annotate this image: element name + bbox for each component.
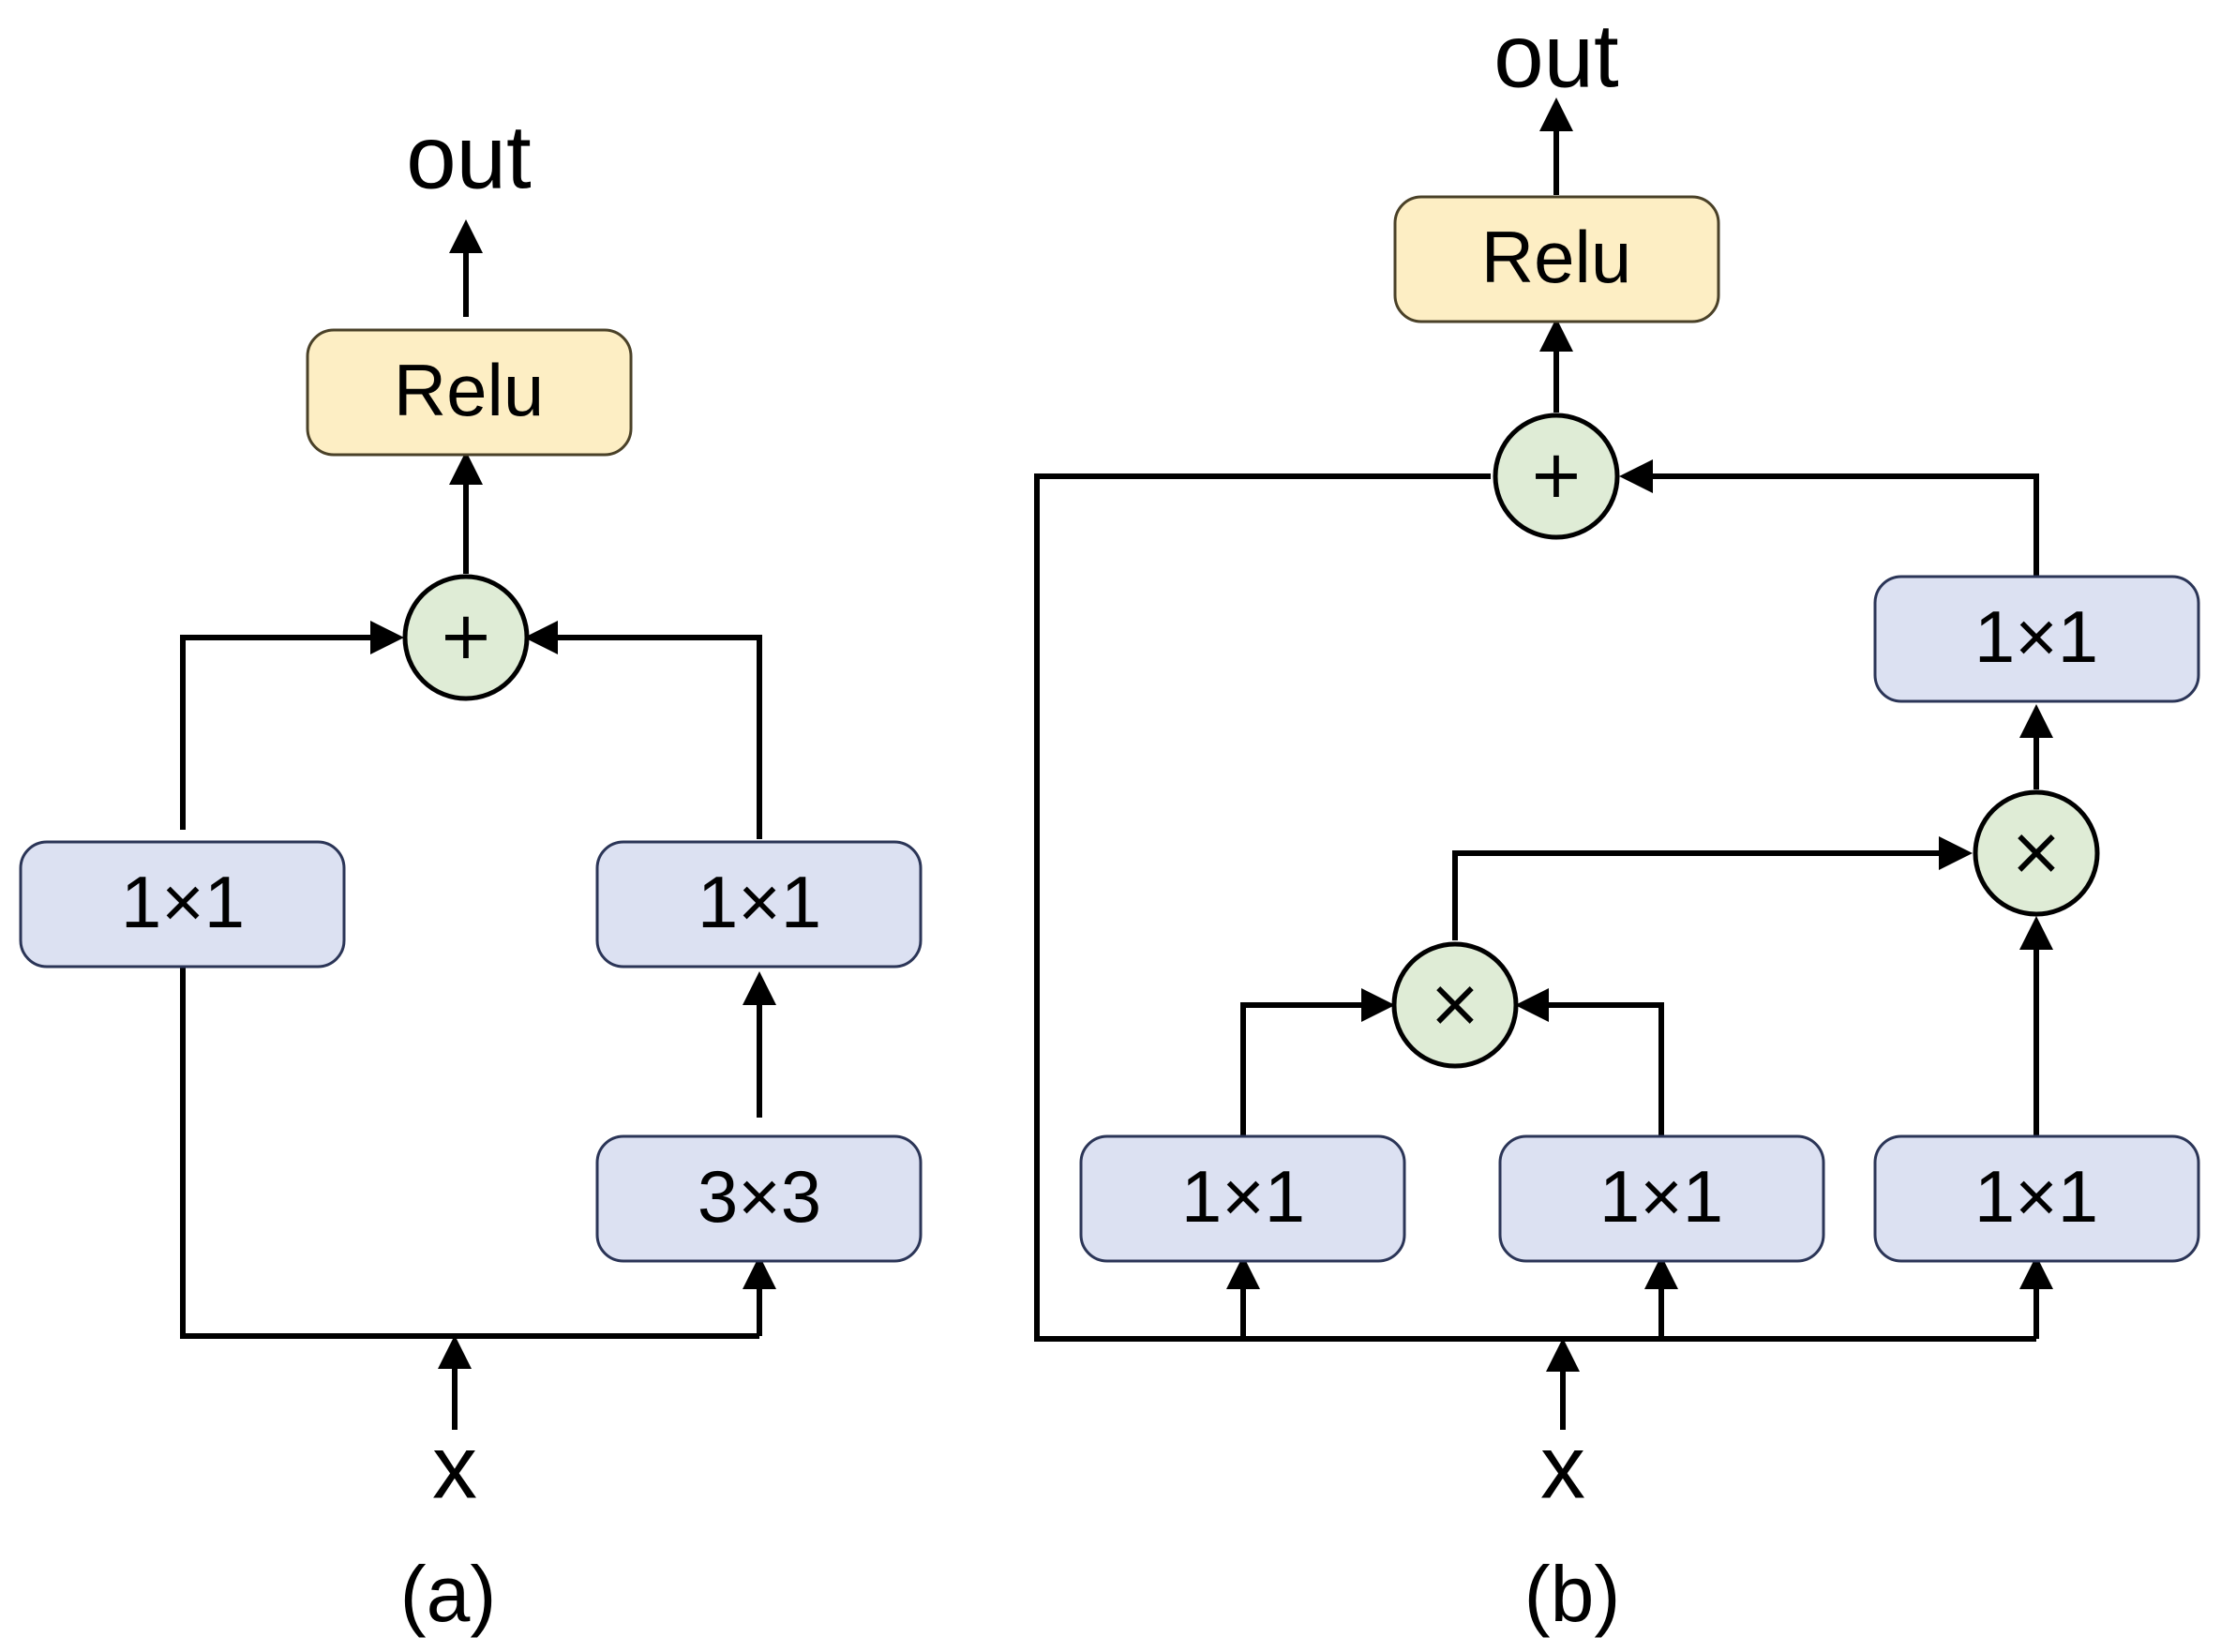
conv-1x1-left-label: 1×1	[121, 861, 245, 943]
wire-b-bm-to-mult1	[1515, 988, 1664, 1136]
output-label-b: out	[1493, 7, 1618, 107]
add-symbol-a: +	[439, 597, 494, 674]
panel-b: 1×1 1×1 1×1 1×1 × × + R	[1034, 7, 2200, 1638]
conv-bottom-left-label: 1×1	[1181, 1155, 1305, 1238]
relu-label-b: Relu	[1481, 216, 1631, 298]
conv-3x3-label: 3×3	[698, 1155, 821, 1238]
wire-b-mult1-to-mult2	[1452, 836, 1973, 940]
relu-box-a: Relu	[306, 328, 633, 457]
add-symbol-b: +	[1529, 436, 1584, 513]
wire-b-bottom-bus	[1034, 473, 2036, 1342]
wire-a-right-to-add	[524, 621, 762, 839]
multiply-symbol-1: ×	[1428, 965, 1483, 1042]
relu-label-a: Relu	[394, 349, 544, 431]
conv-1x1-right: 1×1	[595, 840, 923, 969]
conv-3x3: 3×3	[595, 1134, 923, 1263]
conv-bottom-middle-label: 1×1	[1599, 1155, 1723, 1238]
input-label-a: x	[432, 1418, 477, 1518]
caption-a: (a)	[400, 1550, 497, 1638]
multiply-op-1: ×	[1391, 941, 1519, 1069]
conv-1x1-right-top: 1×1	[1873, 575, 2200, 703]
output-label-a: out	[406, 108, 531, 208]
wire-b-1x1-to-add	[1619, 459, 2039, 577]
add-op-b: +	[1493, 413, 1620, 540]
add-op-a: +	[402, 574, 530, 701]
multiply-op-2: ×	[1973, 789, 2100, 917]
conv-1x1-left: 1×1	[19, 840, 346, 969]
multiply-symbol-2: ×	[2009, 813, 2064, 890]
conv-1x1-right-label: 1×1	[698, 861, 821, 943]
caption-b: (b)	[1524, 1550, 1621, 1638]
conv-1x1-bottom-right: 1×1	[1873, 1134, 2200, 1263]
conv-1x1-bottom-middle: 1×1	[1498, 1134, 1825, 1263]
wire-b-bl-to-mult1	[1240, 988, 1395, 1136]
conv-right-top-label: 1×1	[1974, 595, 2098, 678]
conv-bottom-right-label: 1×1	[1974, 1155, 2098, 1238]
input-label-b: x	[1540, 1418, 1585, 1518]
conv-1x1-bottom-left: 1×1	[1079, 1134, 1406, 1263]
wire-a-bottom-bus	[180, 966, 759, 1339]
relu-box-b: Relu	[1393, 195, 1720, 323]
wire-a-left-to-add	[180, 621, 404, 830]
panel-a: 1×1 1×1 3×3 + Relu out x (a)	[19, 108, 923, 1638]
